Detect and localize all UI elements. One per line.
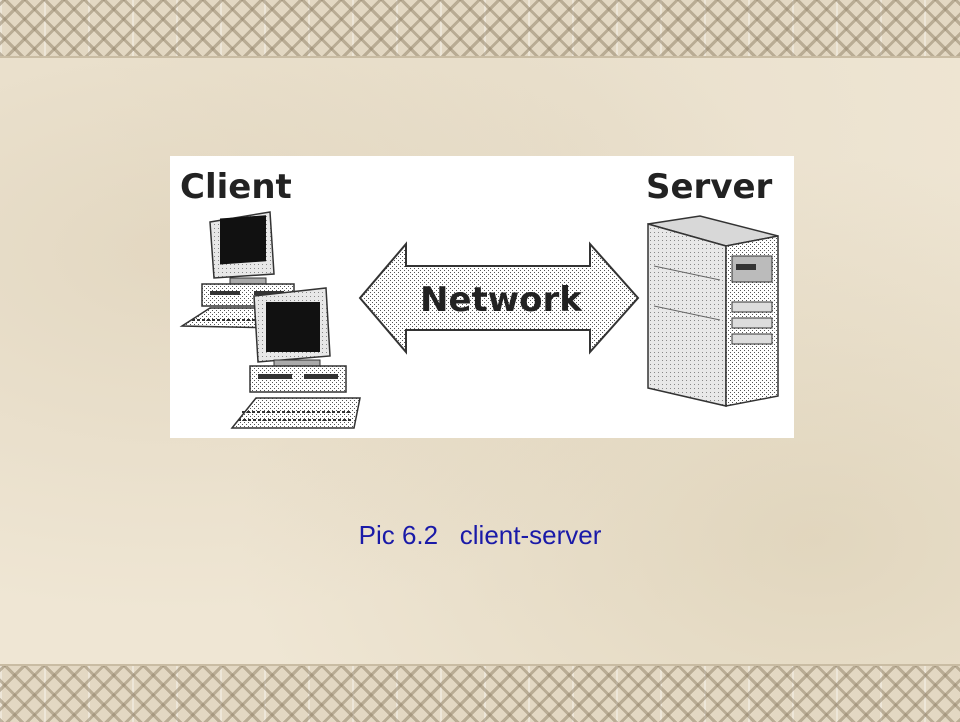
server-icon xyxy=(647,215,779,407)
client-label: Client xyxy=(180,167,292,207)
client-computer-icon-2 xyxy=(230,287,361,429)
network-arrow: Network xyxy=(358,241,640,355)
network-label: Network xyxy=(420,280,583,320)
server-label: Server xyxy=(646,167,773,207)
decorative-border-top xyxy=(0,0,960,58)
decorative-border-bottom xyxy=(0,664,960,722)
figure-caption: Pic 6.2 client-server xyxy=(358,520,602,550)
client-server-diagram: Client Server xyxy=(170,156,794,438)
